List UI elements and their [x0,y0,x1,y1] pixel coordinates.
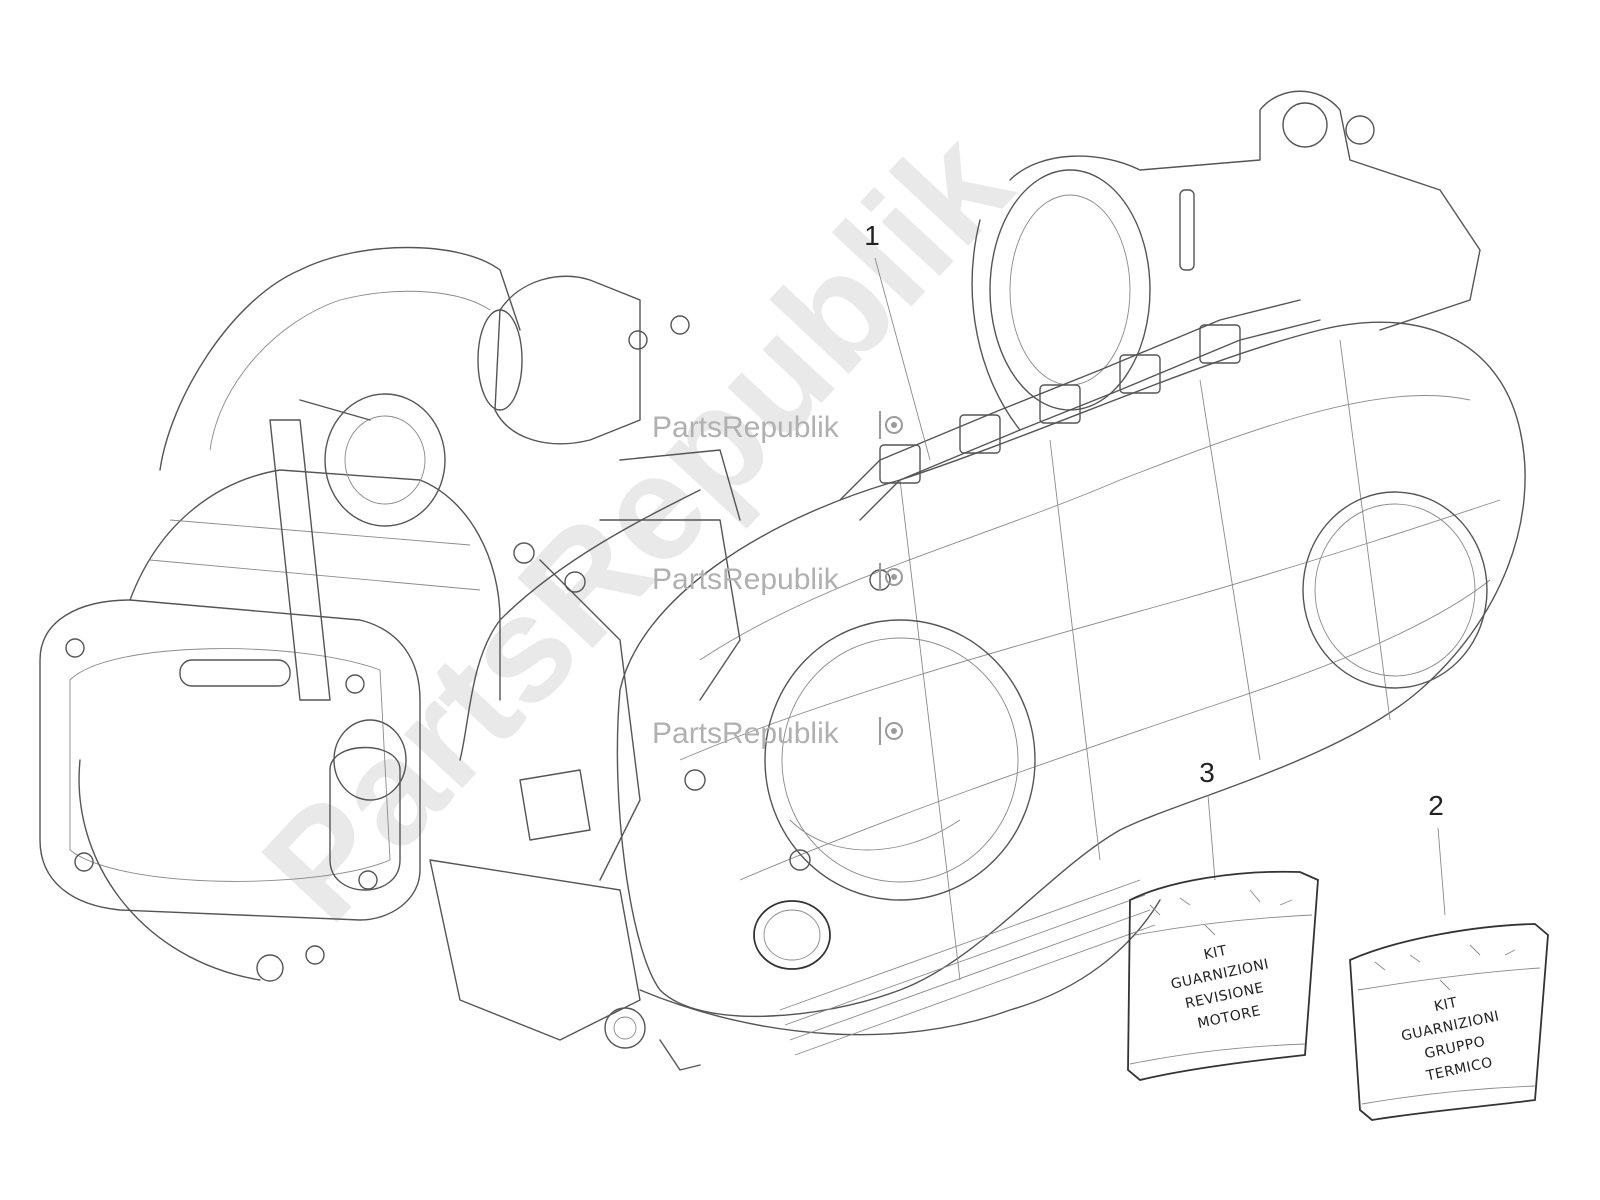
gear-icon [879,411,903,439]
callout-3[interactable]: 3 [1199,757,1216,881]
watermark-text-3: PartsRepublik [652,717,840,750]
kit2-line-1: KIT [1433,995,1459,1016]
kit3-line-1: KIT [1202,943,1228,964]
watermark-2: PartsRepublik [652,563,903,596]
watermark-text-2: PartsRepublik [652,563,840,596]
kit2-line-2: GUARNIZIONI [1400,1008,1501,1044]
callout-2[interactable]: 2 [1428,790,1446,916]
watermark-text-1: PartsRepublik [652,411,840,444]
callout-1[interactable]: 1 [864,220,931,461]
watermark-big-text: PartsRepublik [231,99,1042,952]
gear-icon [879,717,903,745]
gear-icon [879,563,903,591]
watermark-1: PartsRepublik [652,411,903,444]
callout-1-label: 1 [864,220,880,251]
watermark-3: PartsRepublik [652,717,903,750]
callout-3-label: 3 [1199,757,1215,788]
kit-bag-2[interactable]: KIT GUARNIZIONI GRUPPO TERMICO [1349,923,1549,1121]
engine-assembly[interactable] [39,90,1526,1071]
watermark-diagonal: PartsRepublik [231,99,1042,952]
kit-bag-3[interactable]: KIT GUARNIZIONI REVISIONE MOTORE [1127,870,1319,1081]
callout-2-label: 2 [1428,790,1444,821]
